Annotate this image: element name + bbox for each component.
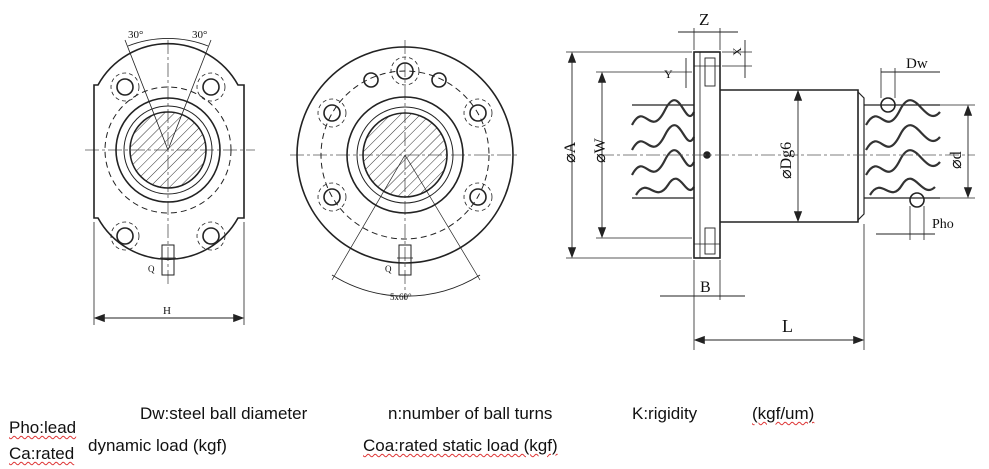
dim-dw-label: Dw xyxy=(906,56,928,72)
legend-k-unit: (kgf/um) xyxy=(752,404,815,423)
dimension-h-label: H xyxy=(163,305,171,317)
dim-dg6-label: ⌀Dg6 xyxy=(778,142,795,179)
legend-k: K:rigidity xyxy=(632,404,698,423)
dim-pho-label: Pho xyxy=(932,217,954,232)
legend-ca-b: dynamic load (kgf) xyxy=(88,436,227,455)
left-angle-label-2: 30° xyxy=(192,29,207,41)
dim-d-label: ⌀d xyxy=(948,151,965,169)
dim-w-label: ⌀W xyxy=(592,137,609,163)
legend-dw: Dw:steel ball diameter xyxy=(140,404,308,423)
dim-y-label: Y xyxy=(664,67,673,81)
left-q-label: Q xyxy=(148,264,155,274)
right-side-view xyxy=(566,28,975,350)
dim-a-label: ⌀A xyxy=(562,141,579,163)
left-angle-label-1: 30° xyxy=(128,29,143,41)
left-flange-view xyxy=(85,38,255,325)
legend-ca-a: Ca:rated xyxy=(9,444,75,463)
mid-q-label: Q xyxy=(385,264,392,274)
legend-coa: Coa:rated static load (kgf) xyxy=(363,436,558,455)
dim-z-label: Z xyxy=(699,10,709,29)
middle-round-flange-view xyxy=(290,40,520,300)
dim-l-label: L xyxy=(782,316,793,336)
dim-x-label: X xyxy=(730,47,744,56)
technical-drawing: 30° 30° H Q 5x60° Q xyxy=(85,10,975,350)
dim-b-label: B xyxy=(700,279,711,296)
mid-angle-label: 5x60° xyxy=(390,292,412,302)
legend-pho: Pho:lead xyxy=(9,418,77,437)
legend-n: n:number of ball turns xyxy=(388,404,553,423)
